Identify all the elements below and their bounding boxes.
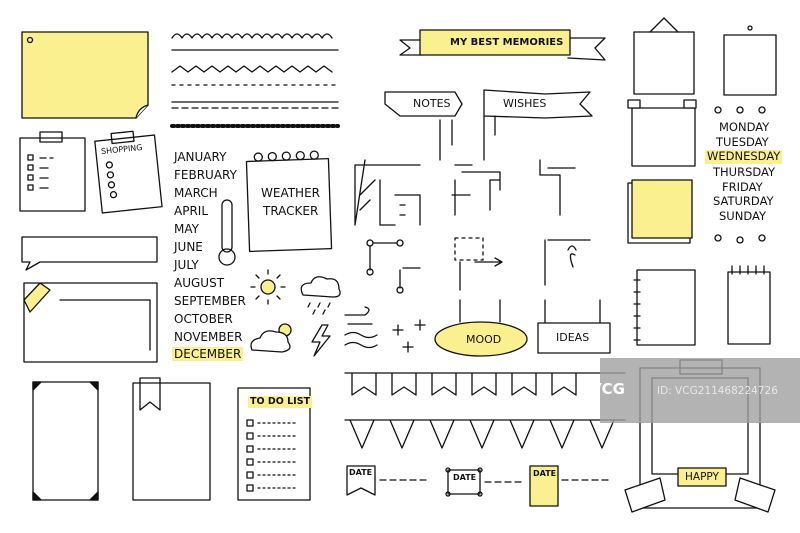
watermark-band	[600, 358, 800, 423]
month-item: SEPTEMBER	[174, 294, 246, 308]
month-item: MAY	[174, 222, 199, 236]
month-item: AUGUST	[174, 276, 225, 290]
todo-list-card	[237, 387, 311, 501]
photo-frame-corners	[32, 381, 99, 501]
day-item: SUNDAY	[719, 209, 766, 223]
todo-title: TO DO LIST	[248, 396, 313, 408]
ribbon-banner-memories	[399, 29, 606, 61]
weather-title-line2: TRACKER	[263, 204, 319, 218]
mood-label: MOOD	[466, 333, 502, 346]
month-item: APRIL	[174, 204, 209, 218]
polaroid-label: HAPPY	[685, 471, 719, 483]
watermark-logo: VCG	[590, 380, 625, 398]
snowflake-icon	[392, 319, 426, 353]
wind-icon	[344, 306, 378, 349]
banner-memories-label: MY BEST MEMORIES	[450, 37, 564, 48]
yellow-sticky-note	[21, 31, 149, 119]
taped-frame	[627, 99, 697, 167]
decorative-borders	[170, 33, 340, 128]
sun-icon	[250, 269, 286, 305]
banner-notes-label: NOTES	[413, 97, 451, 110]
month-item: OCTOBER	[174, 312, 233, 326]
weather-title-line1: WEATHER	[261, 186, 320, 200]
day-item: SATURDAY	[713, 194, 774, 208]
day-item: THURSDAY	[713, 165, 776, 179]
day-item: MONDAY	[719, 120, 770, 134]
date-label: DATE	[453, 473, 477, 482]
weather-tracker-card	[245, 150, 333, 253]
decorative-corners	[354, 159, 591, 294]
mood-sign	[434, 299, 528, 357]
ideas-label: IDEAS	[556, 331, 590, 344]
clipboard-shopping	[94, 130, 163, 214]
hanging-frame	[633, 17, 777, 96]
month-item: JANUARY	[174, 150, 227, 164]
watermark-id: ID: VCG211468224726	[657, 385, 778, 397]
day-item: TUESDAY	[716, 135, 769, 149]
month-item: NOVEMBER	[174, 330, 243, 344]
banner-notes	[384, 91, 463, 161]
day-item-highlighted: WEDNESDAY	[705, 149, 783, 164]
date-label: DATE	[533, 469, 557, 478]
ideas-sign	[537, 299, 611, 354]
spiral-notebooks	[633, 265, 771, 346]
yellow-note-stack	[627, 179, 693, 244]
month-item: MARCH	[174, 186, 218, 200]
taped-note	[23, 282, 158, 363]
banner-wishes	[483, 89, 593, 161]
date-labels	[346, 465, 611, 507]
month-item: FEBRUARY	[174, 168, 237, 182]
speech-bubble	[21, 236, 158, 271]
cloud-sun-icon	[250, 323, 292, 353]
photo-frame-bookmark	[132, 377, 211, 501]
month-item-highlighted: DECEMBER	[172, 347, 244, 361]
thermometer-icon	[218, 199, 236, 266]
clipboard-checklist	[19, 131, 86, 212]
month-item: JULY	[174, 258, 199, 272]
bunting-flags	[344, 372, 626, 449]
month-item: JUNE	[174, 240, 203, 254]
lightning-icon	[311, 324, 331, 357]
banner-wishes-label: WISHES	[503, 97, 547, 110]
day-item: FRIDAY	[722, 180, 763, 194]
date-label: DATE	[349, 468, 373, 477]
weather-icons-small	[714, 106, 766, 244]
cloud-rain-icon	[300, 276, 341, 315]
